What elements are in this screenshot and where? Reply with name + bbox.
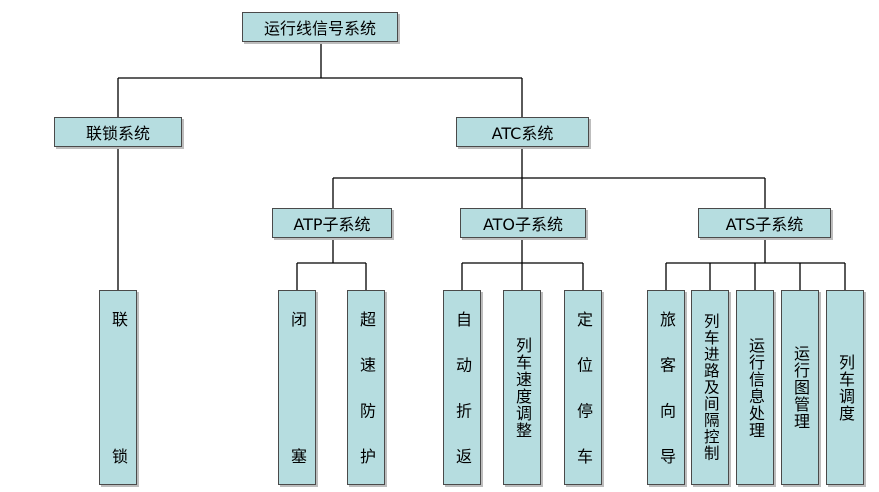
leaf-timetable-management: 运行图管理 [781,290,819,485]
leaf-position-stop: 定位停车 [564,290,602,485]
node-ats-subsystem-label: ATS子系统 [725,215,804,234]
leaf-overspeed-protection-label: 超速防护 [357,311,376,464]
node-atp-subsystem: ATP子系统 [272,208,392,238]
leaf-operation-info-processing: 运行信息处理 [736,290,774,485]
leaf-timetable-management-label: 运行图管理 [791,345,810,430]
leaf-block-label: 闭塞 [288,311,307,464]
leaf-auto-return: 自动折返 [443,290,481,485]
leaf-train-dispatch-label: 列车调度 [836,353,855,422]
node-ato-subsystem-label: ATO子系统 [482,215,564,234]
leaf-train-speed-adjust: 列车速度调整 [503,290,541,485]
node-root-label: 运行线信号系统 [263,19,376,38]
leaf-interlock-label: 联锁 [109,311,128,464]
node-interlock-system-label: 联锁系统 [85,124,150,143]
node-atc-system: ATC系统 [456,117,589,147]
leaf-overspeed-protection: 超速防护 [347,290,385,485]
leaf-interlock: 联锁 [99,290,137,485]
leaf-train-dispatch: 列车调度 [826,290,864,485]
node-interlock-system: 联锁系统 [54,117,182,147]
leaf-auto-return-label: 自动折返 [453,311,472,464]
node-atc-system-label: ATC系统 [491,124,554,143]
leaf-passenger-guide-label: 旅客向导 [657,311,676,464]
leaf-route-interval-control-label: 列车进路及间隔控制 [701,313,720,462]
node-ats-subsystem: ATS子系统 [698,208,831,238]
leaf-position-stop-label: 定位停车 [574,311,593,464]
node-atp-subsystem-label: ATP子系统 [293,215,371,234]
leaf-route-interval-control: 列车进路及间隔控制 [691,290,729,485]
node-root: 运行线信号系统 [242,12,398,42]
leaf-operation-info-processing-label: 运行信息处理 [746,336,765,439]
leaf-block: 闭塞 [278,290,316,485]
node-ato-subsystem: ATO子系统 [460,208,586,238]
leaf-train-speed-adjust-label: 列车速度调整 [513,336,532,439]
leaf-passenger-guide: 旅客向导 [647,290,685,485]
